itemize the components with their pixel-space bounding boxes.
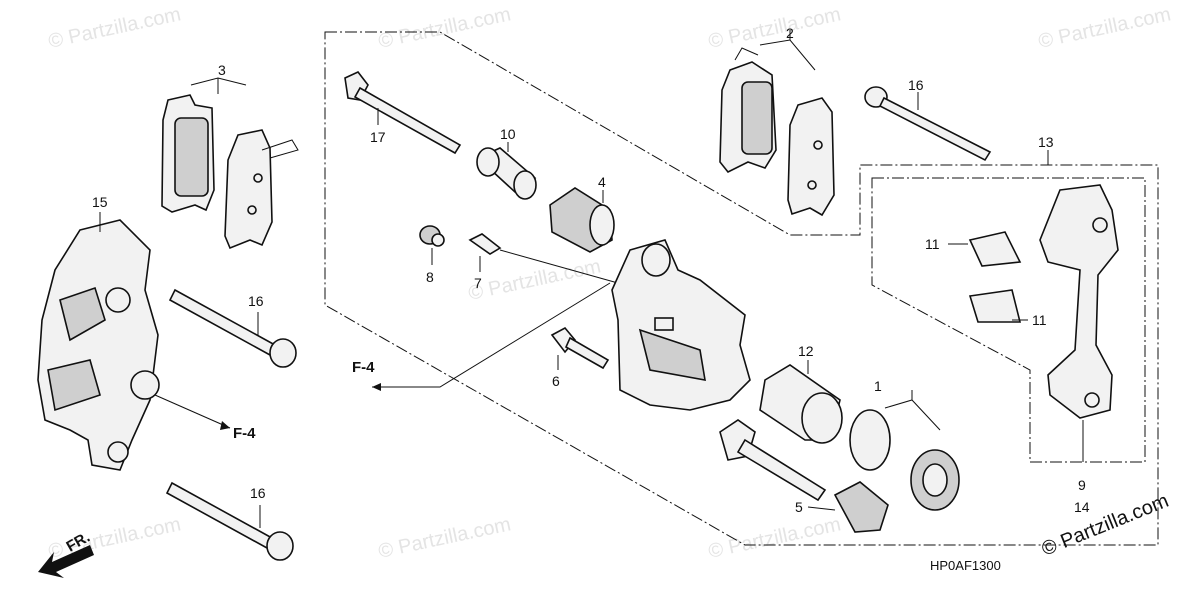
part-16-bolt-lower	[165, 481, 294, 561]
callout-7: 7	[474, 275, 482, 291]
callout-16-upper: 16	[248, 293, 264, 309]
callout-15: 15	[92, 194, 108, 210]
part-7-bleeder	[468, 233, 626, 286]
ref-arrow-left	[154, 394, 231, 430]
callout-17: 17	[370, 129, 386, 145]
watermark: © Partzilla.com	[1036, 3, 1172, 53]
callout-11-lower: 11	[1032, 312, 1047, 328]
ref-label-f4-left: F-4	[233, 425, 256, 442]
callout-13: 13	[1038, 134, 1054, 150]
bracket-assembly-boundary	[871, 177, 1146, 463]
callout-11-upper: 11	[925, 236, 940, 252]
part-1-seal-set	[849, 390, 960, 511]
diagram-code: HP0AF1300	[930, 558, 1001, 573]
part-6-bolt	[550, 326, 610, 370]
callout-1: 1	[874, 378, 882, 394]
ref-label-f4-center: F-4	[352, 359, 375, 376]
callout-2: 2	[786, 25, 794, 41]
watermark: © Partzilla.com	[466, 255, 602, 305]
callout-4: 4	[598, 174, 606, 190]
part-5-boot	[807, 481, 889, 533]
callout-14: 14	[1074, 499, 1090, 515]
watermark: © Partzilla.com	[706, 3, 842, 53]
caliper-bracket	[1039, 184, 1119, 462]
watermark: © Partzilla.com	[376, 513, 512, 563]
callout-16-lower: 16	[250, 485, 266, 501]
ref-arrow-center	[372, 282, 611, 391]
caliper-body	[611, 239, 751, 411]
caliper-assembly-boundary	[324, 31, 1159, 546]
part-11-clip-upper	[948, 231, 1022, 267]
part-4-boot	[549, 187, 615, 253]
part-2-pad-set	[719, 30, 835, 217]
front-arrow-icon	[38, 545, 94, 578]
callout-12: 12	[798, 343, 814, 359]
part-17-pin-bolt	[344, 71, 462, 155]
slide-pin	[719, 419, 827, 502]
watermark: © Partzilla.com	[706, 513, 842, 563]
callout-16-right: 16	[908, 77, 924, 93]
callout-9: 9	[1078, 477, 1086, 493]
copyright-text: © Partzilla.com	[1039, 490, 1172, 561]
part-3-pad-set	[161, 77, 299, 250]
watermark: © Partzilla.com	[376, 3, 512, 53]
part-11-clip-lower	[968, 289, 1028, 323]
part-10-sleeve	[476, 142, 537, 200]
part-16-bolt-right	[864, 86, 992, 162]
part-12-piston	[759, 360, 843, 444]
watermark: © Partzilla.com	[46, 3, 182, 53]
callout-5: 5	[795, 499, 803, 515]
callout-6: 6	[552, 373, 560, 389]
callout-8: 8	[426, 269, 434, 285]
callout-3: 3	[218, 62, 226, 78]
callout-10: 10	[500, 126, 516, 142]
part-15-caliper-assembly	[37, 212, 160, 471]
part-16-bolt-upper	[168, 288, 297, 368]
part-8-cap	[419, 225, 445, 265]
